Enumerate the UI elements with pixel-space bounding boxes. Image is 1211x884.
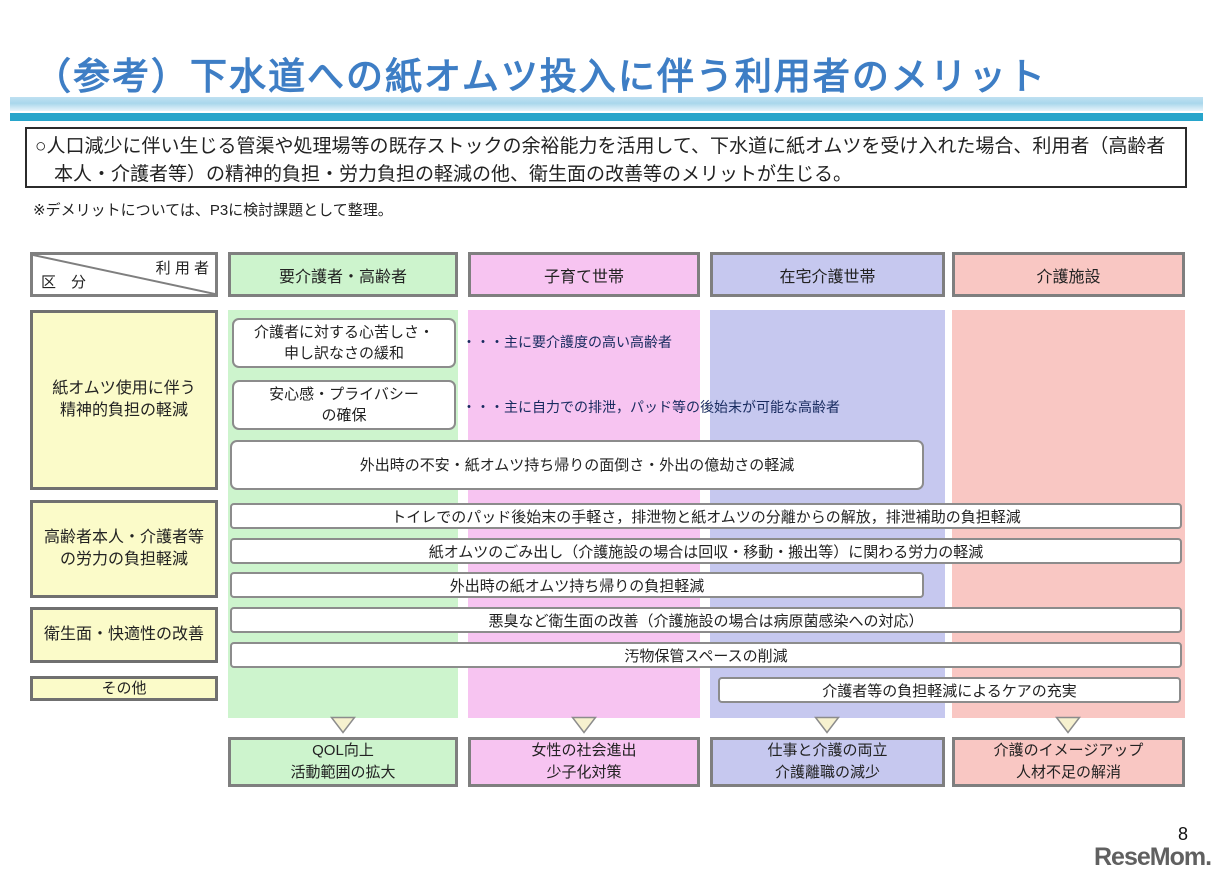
demerit-note: ※デメリットについては、P3に検討課題として整理。	[33, 202, 393, 219]
matrix-corner-cell: 利 用 者 区 分	[30, 252, 218, 297]
column-header-care-facility: 介護施設	[952, 252, 1185, 297]
down-arrow-icon	[330, 716, 356, 734]
item-toilet-pad-disposal: トイレでのパッド後始末の手軽さ，排泄物と紙オムツの分離からの解放，排泄補助の負担…	[230, 503, 1182, 529]
corner-category-label: 区 分	[41, 274, 87, 291]
summary-text: ○人口減少に伴い生じる管渠や処理場等の既存ストックの余裕能力を活用して、下水道に…	[35, 136, 1166, 185]
item-privacy-security: 安心感・プライバシー の確保	[232, 380, 456, 430]
down-arrow-icon	[1055, 716, 1081, 734]
corner-users-label: 利 用 者	[155, 260, 209, 277]
down-arrow-icon	[814, 716, 840, 734]
item-outing-carry-back-relief: 外出時の紙オムツ持ち帰りの負担軽減	[230, 572, 924, 598]
title-underline-teal	[10, 113, 1203, 121]
page-number: 8	[1178, 824, 1189, 844]
resemom-logo: ReseMom.	[1094, 843, 1211, 871]
down-arrow-icon	[571, 716, 597, 734]
column-header-care-needed-elderly: 要介護者・高齢者	[228, 252, 458, 297]
category-mental-burden: 紙オムツ使用に伴う 精神的負担の軽減	[30, 310, 218, 490]
page-title: （参考）下水道への紙オムツ投入に伴う利用者のメリット	[34, 56, 1047, 97]
annotation-high-care-elderly: ・・・主に要介護度の高い高齢者	[462, 334, 672, 350]
outcome-work-care-balance: 仕事と介護の両立 介護離職の減少	[710, 737, 945, 787]
category-other: その他	[30, 676, 218, 701]
item-outing-anxiety-relief: 外出時の不安・紙オムツ持ち帰りの面倒さ・外出の億劫さの軽減	[230, 440, 924, 490]
outcome-qol-improvement: QOL向上 活動範囲の拡大	[228, 737, 458, 787]
item-odor-hygiene-improvement: 悪臭など衛生面の改善（介護施設の場合は病原菌感染への対応）	[230, 607, 1182, 633]
category-hygiene-comfort: 衛生面・快適性の改善	[30, 607, 218, 663]
outcome-women-social-advance: 女性の社会進出 少子化対策	[468, 737, 700, 787]
category-labor-burden: 高齢者本人・介護者等 の労力の負担軽減	[30, 500, 218, 598]
annotation-self-toileting-elderly: ・・・主に自力での排泄，パッド等の後始末が可能な高齢者	[462, 399, 840, 415]
item-caregiver-guilt-relief: 介護者に対する心苦しさ・ 申し訳なさの緩和	[232, 318, 456, 368]
outcome-care-image-up: 介護のイメージアップ 人材不足の解消	[952, 737, 1185, 787]
diagonal-divider-icon	[33, 255, 215, 294]
item-care-enhancement: 介護者等の負担軽減によるケアの充実	[718, 677, 1181, 703]
column-header-home-care-household: 在宅介護世帯	[710, 252, 945, 297]
summary-box: ○人口減少に伴い生じる管渠や処理場等の既存ストックの余裕能力を活用して、下水道に…	[25, 127, 1187, 188]
title-underline-gradient	[10, 97, 1203, 111]
item-waste-storage-reduction: 汚物保管スペースの削減	[230, 642, 1182, 668]
column-header-childcare-household: 子育て世帯	[468, 252, 700, 297]
item-diaper-garbage-out: 紙オムツのごみ出し（介護施設の場合は回収・移動・搬出等）に関わる労力の軽減	[230, 538, 1182, 564]
